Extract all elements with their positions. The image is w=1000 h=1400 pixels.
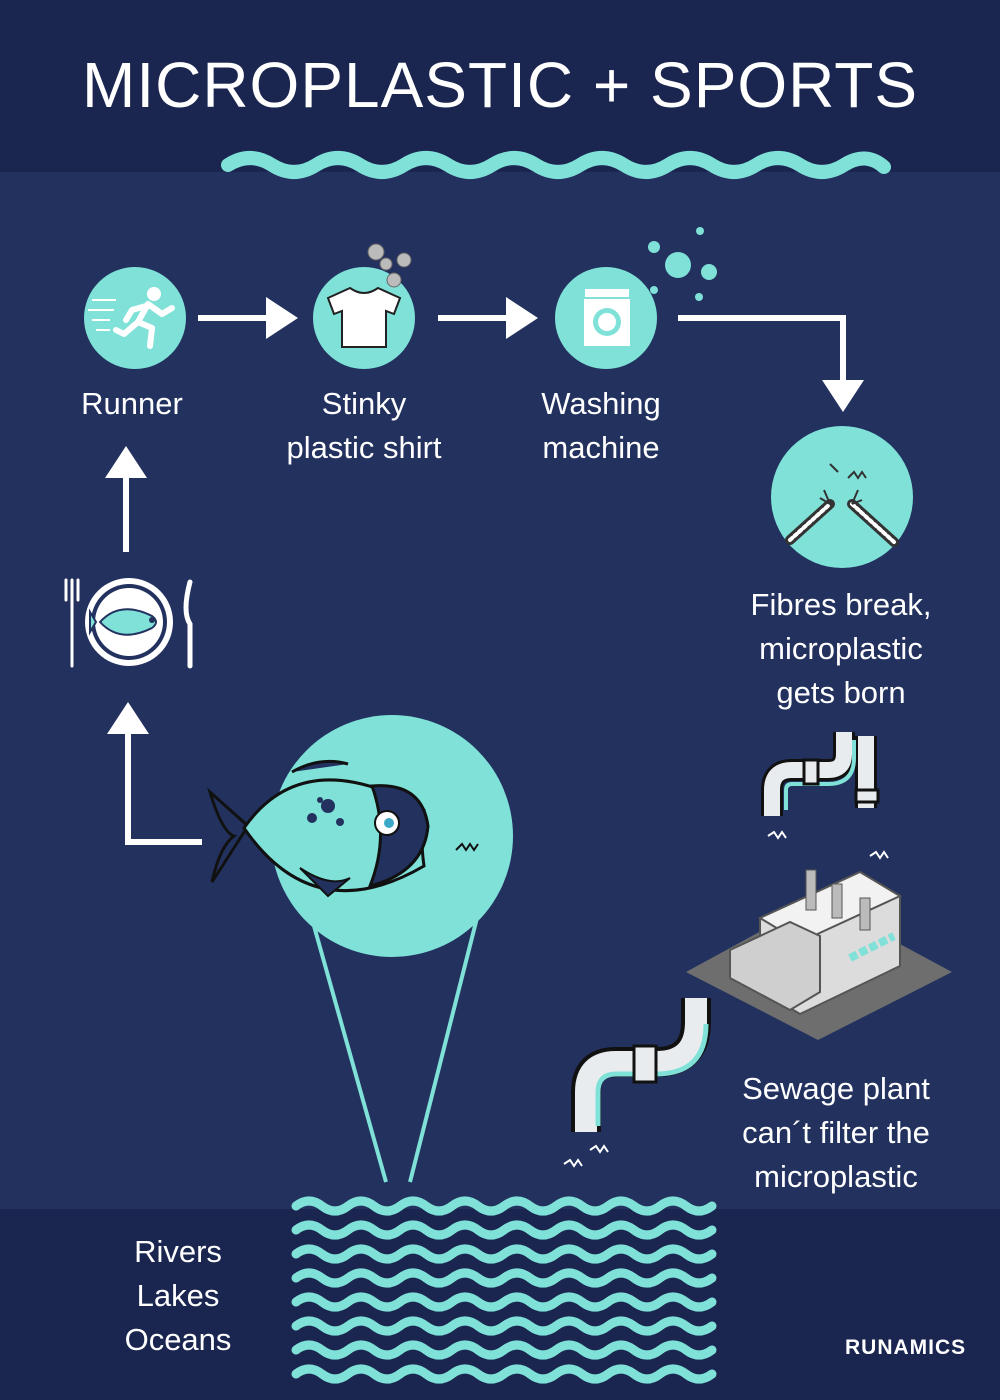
label-sewage: Sewage plant can´t filter the microplast… (742, 1071, 930, 1194)
pipe-icon-top (761, 732, 889, 860)
page-title: MICROPLASTIC + SPORTS (82, 49, 918, 121)
water-waves-icon (291, 1196, 717, 1384)
header-wave-icon (221, 151, 891, 179)
label-runner: Runner (81, 386, 183, 421)
label-water-bodies: Rivers Lakes Oceans (124, 1234, 232, 1357)
arrow-runner-to-shirt (198, 297, 298, 339)
broken-fibre-icon (771, 426, 913, 568)
plate-fish-icon (64, 578, 193, 669)
runner-icon (84, 267, 186, 369)
arrow-fish-to-plate (107, 702, 202, 845)
pipe-icon-bottom (563, 998, 711, 1168)
header-band (0, 0, 1000, 172)
label-washing-machine: Washing machine (541, 386, 661, 465)
shirt-icon (313, 243, 415, 369)
arrow-washer-to-fibres (678, 315, 864, 412)
label-shirt: Stinky plastic shirt (286, 386, 442, 465)
brand-logo: RUNAMICS (845, 1336, 967, 1359)
arrow-shirt-to-washer (438, 297, 538, 339)
arrow-plate-to-runner (105, 446, 147, 552)
fish-icon (207, 715, 513, 1183)
washing-machine-icon (555, 227, 717, 369)
label-fibres: Fibres break, microplastic gets born (750, 587, 932, 710)
factory-icon (686, 869, 952, 1040)
